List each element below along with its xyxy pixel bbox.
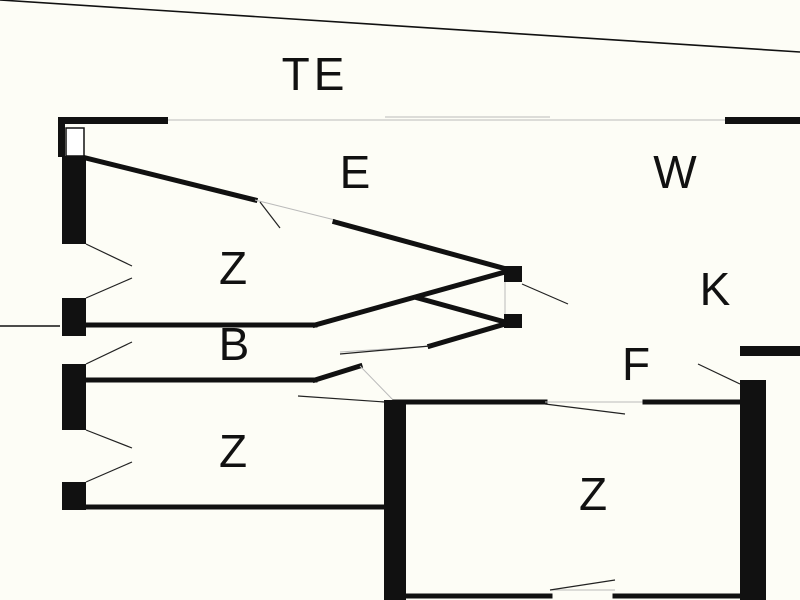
room-label-living: W bbox=[653, 146, 697, 198]
room-label-bedroom-3: Z bbox=[579, 468, 607, 520]
room-label-bedroom-2: Z bbox=[219, 425, 247, 477]
room-label-kitchen: K bbox=[700, 263, 731, 315]
room-label-entrance: E bbox=[340, 146, 371, 198]
top-wall bbox=[58, 116, 800, 124]
site-boundary-top bbox=[0, 0, 800, 53]
left-wall bbox=[58, 117, 86, 510]
room-label-bedroom-1: Z bbox=[219, 242, 247, 294]
interior-walls bbox=[82, 154, 800, 600]
left-wall-openings bbox=[85, 243, 133, 483]
room-label-terrace: TE bbox=[282, 48, 349, 100]
room-label-hall: F bbox=[622, 338, 650, 390]
room-label-bathroom: B bbox=[219, 318, 250, 370]
